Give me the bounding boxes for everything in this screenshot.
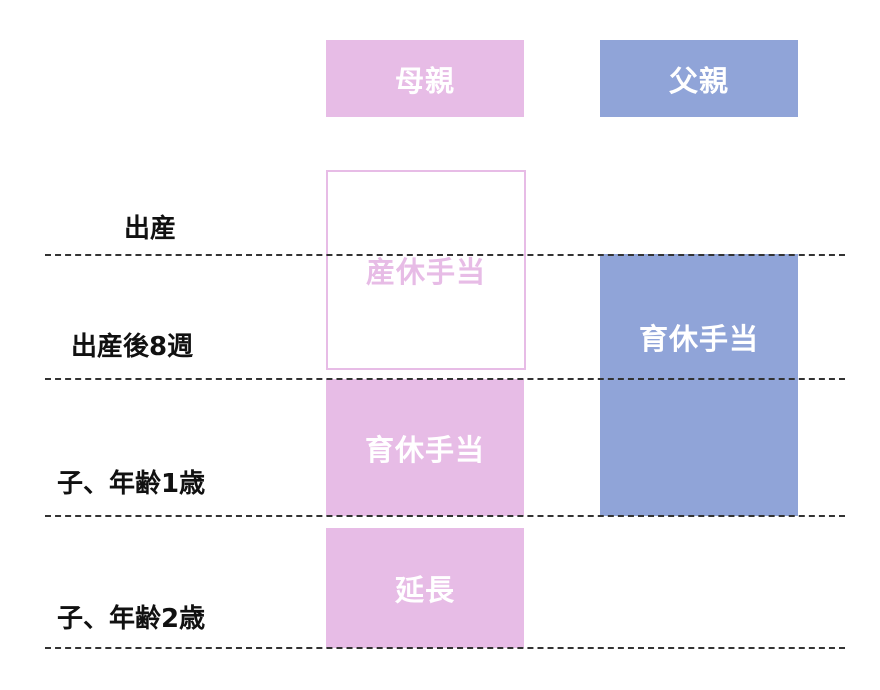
mother-childcare-allowance-block: 育休手当 [326,379,524,516]
birth-timeline-line [45,254,845,256]
after-8-weeks-timeline-line [45,378,845,380]
mother-column-label: 母親 [394,63,455,98]
after-8-weeks-label: 出産後8週 [71,332,194,362]
father-column-header: 父親 [600,40,798,117]
age-2-label: 子、年齢2歳 [57,604,206,634]
age-2-timeline-line [45,647,845,649]
mother-childcare-allowance-label: 育休手当 [364,432,485,467]
father-childcare-allowance-block: 育休手当 [600,254,798,516]
birth-label: 出産 [124,214,177,244]
maternity-allowance-label: 産休手当 [365,255,486,289]
father-childcare-allowance-label: 育休手当 [638,322,759,356]
extension-label: 延長 [394,573,455,607]
age-1-label: 子、年齢1歳 [57,469,206,499]
father-column-label: 父親 [668,63,729,98]
age-1-timeline-line [45,515,845,517]
mother-column-header: 母親 [326,40,524,117]
maternity-allowance-block: 産休手当 [326,170,526,370]
mother-extension-block: 延長 [326,528,524,648]
